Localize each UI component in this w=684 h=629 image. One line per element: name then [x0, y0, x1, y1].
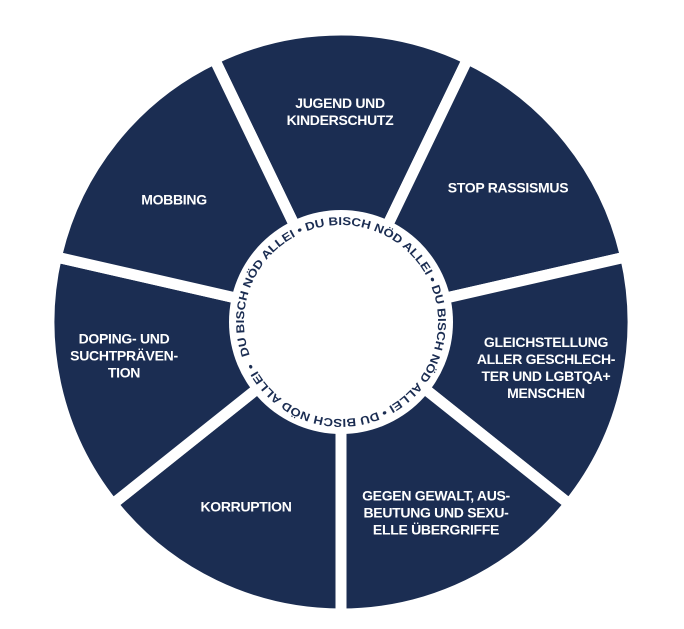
segment-label-gleichstellung[interactable]: GLEICHSTELLUNG ALLER GESCHLECH- TER UND … — [476, 334, 616, 401]
center-circle — [229, 210, 453, 434]
segment-label-gewalt[interactable]: GEGEN GEWALT, AUS- BEUTUNG UND SEXU- ELL… — [362, 487, 510, 538]
segment-label-mobbing[interactable]: MOBBING — [141, 191, 207, 208]
segment-label-korruption[interactable]: KORRUPTION — [200, 498, 292, 515]
segment-label-doping[interactable]: DOPING- UND SUCHTPRÄVEN- TION — [70, 330, 178, 381]
segment-label-jugend[interactable]: JUGEND UND KINDERSCHUTZ — [286, 95, 394, 128]
segment-label-rassismus[interactable]: STOP RASSISMUS — [447, 179, 569, 196]
